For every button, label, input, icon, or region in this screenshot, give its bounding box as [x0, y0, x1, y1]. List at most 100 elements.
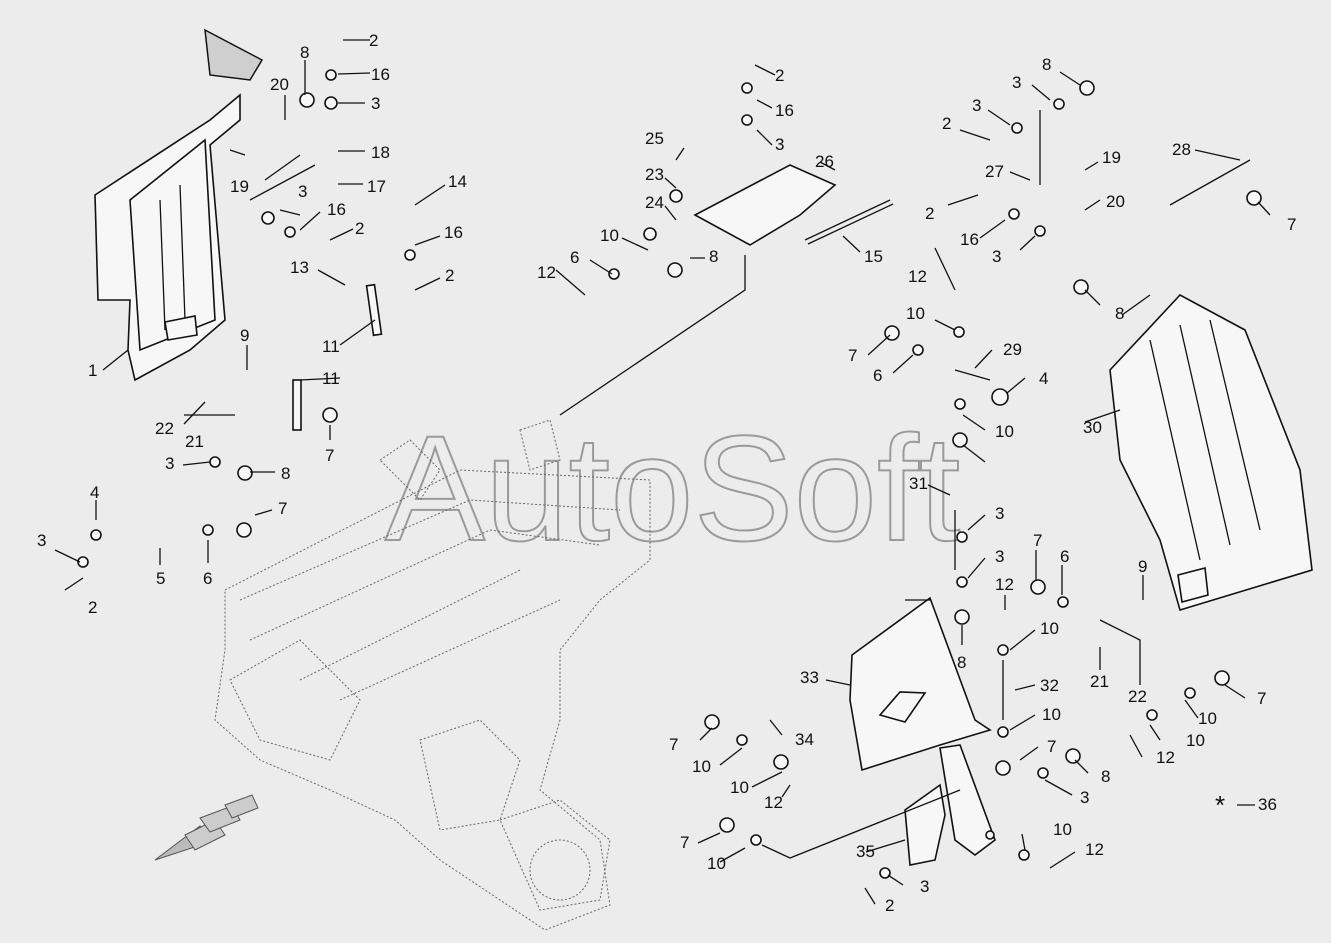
- left-side-panel: [94, 28, 264, 382]
- callout: 31: [909, 474, 928, 493]
- callout: 12: [908, 267, 927, 286]
- callout: 2: [775, 66, 784, 85]
- callout: 11: [322, 337, 340, 356]
- callout: 10: [600, 226, 619, 245]
- callout: 2: [925, 204, 934, 223]
- top-plate: [693, 164, 894, 246]
- callout: 10: [1042, 705, 1061, 724]
- callout: 13: [290, 258, 309, 277]
- callout: 21: [185, 432, 204, 451]
- callout: 8: [1101, 767, 1110, 786]
- callout: 12: [537, 263, 556, 282]
- callout: 8: [957, 653, 966, 672]
- callout: 2: [942, 114, 951, 133]
- note-asterisk: *: [1215, 790, 1225, 820]
- callout: 1: [88, 361, 97, 380]
- callout: 19: [230, 177, 249, 196]
- gas-struts: [292, 159, 1251, 431]
- callout: 3: [1012, 73, 1021, 92]
- callout: 7: [680, 833, 689, 852]
- callout: 10: [1198, 709, 1217, 728]
- callout: 29: [1003, 340, 1022, 359]
- callout: 28: [1172, 140, 1191, 159]
- callout: 22: [1128, 687, 1147, 706]
- callout: 7: [848, 346, 857, 365]
- callout: 9: [1138, 557, 1147, 576]
- callout: 2: [885, 896, 894, 915]
- callout: 16: [327, 200, 346, 219]
- callout: 10: [995, 422, 1014, 441]
- callout: 7: [278, 499, 287, 518]
- front-lower-panel: [849, 596, 992, 772]
- callout: 3: [1080, 788, 1089, 807]
- callout: 10: [692, 757, 711, 776]
- callout: 10: [1053, 820, 1072, 839]
- callout: 7: [1257, 689, 1266, 708]
- callout: 12: [1156, 748, 1175, 767]
- callout: 7: [1033, 531, 1042, 550]
- callout: 10: [1186, 731, 1205, 750]
- callout: 3: [165, 454, 174, 473]
- callout: 2: [355, 219, 364, 238]
- callout: 2: [88, 598, 97, 617]
- callout: 23: [645, 165, 664, 184]
- callout: 34: [795, 730, 814, 749]
- callout: 6: [873, 366, 882, 385]
- callout: 5: [156, 569, 165, 588]
- callout: 6: [570, 248, 579, 267]
- callout: 33: [800, 668, 819, 687]
- tractor-frame: [214, 419, 651, 931]
- callout: 11: [322, 369, 340, 388]
- callout: 18: [371, 143, 390, 162]
- callout: 22: [155, 419, 174, 438]
- callout: 16: [960, 230, 979, 249]
- callout: 25: [645, 129, 664, 148]
- callout: 14: [448, 172, 467, 191]
- callout: 8: [1115, 304, 1124, 323]
- callout: 10: [906, 304, 925, 323]
- watermark-text: AutoSoft: [385, 404, 960, 572]
- callout: 4: [90, 483, 99, 502]
- callout: 15: [864, 247, 883, 266]
- callout: 3: [972, 96, 981, 115]
- callout: 19: [1102, 148, 1121, 167]
- callout: 3: [775, 135, 784, 154]
- callout: 7: [325, 446, 334, 465]
- callout: 6: [203, 569, 212, 588]
- callout: 12: [995, 575, 1014, 594]
- callout: 20: [270, 75, 289, 94]
- callout: 26: [815, 152, 834, 171]
- callout: 8: [1042, 55, 1051, 74]
- callout: 3: [920, 877, 929, 896]
- callout: 27: [985, 162, 1004, 181]
- leader-lines: [54, 39, 1271, 905]
- callout: 12: [1085, 840, 1104, 859]
- callout: 6: [1060, 547, 1069, 566]
- callout: 10: [1040, 619, 1059, 638]
- callout: 4: [1039, 369, 1048, 388]
- forward-arrow: [154, 794, 259, 861]
- callout: 16: [775, 101, 794, 120]
- callout: 9: [240, 326, 249, 345]
- callout: 17: [367, 177, 386, 196]
- right-side-panel: [1109, 294, 1313, 612]
- callout: 3: [37, 531, 46, 550]
- callout: 10: [707, 854, 726, 873]
- callout: 32: [1040, 676, 1059, 695]
- callout: 3: [298, 182, 307, 201]
- callout: 16: [444, 223, 463, 242]
- callout: 7: [1287, 215, 1296, 234]
- callout-labels: 1 2 16 3 8 20 19 18 17 3 16 2 14 16 13 2…: [37, 31, 1296, 915]
- callout: 20: [1106, 192, 1125, 211]
- callout: 3: [995, 547, 1004, 566]
- callout: 24: [645, 193, 664, 212]
- callout: 21: [1090, 672, 1109, 691]
- callout: 3: [992, 247, 1001, 266]
- callout: 2: [369, 31, 378, 50]
- callout: 8: [281, 464, 290, 483]
- callout: 3: [371, 94, 380, 113]
- callout: 12: [764, 793, 783, 812]
- callout: 16: [371, 65, 390, 84]
- callout: 7: [669, 735, 678, 754]
